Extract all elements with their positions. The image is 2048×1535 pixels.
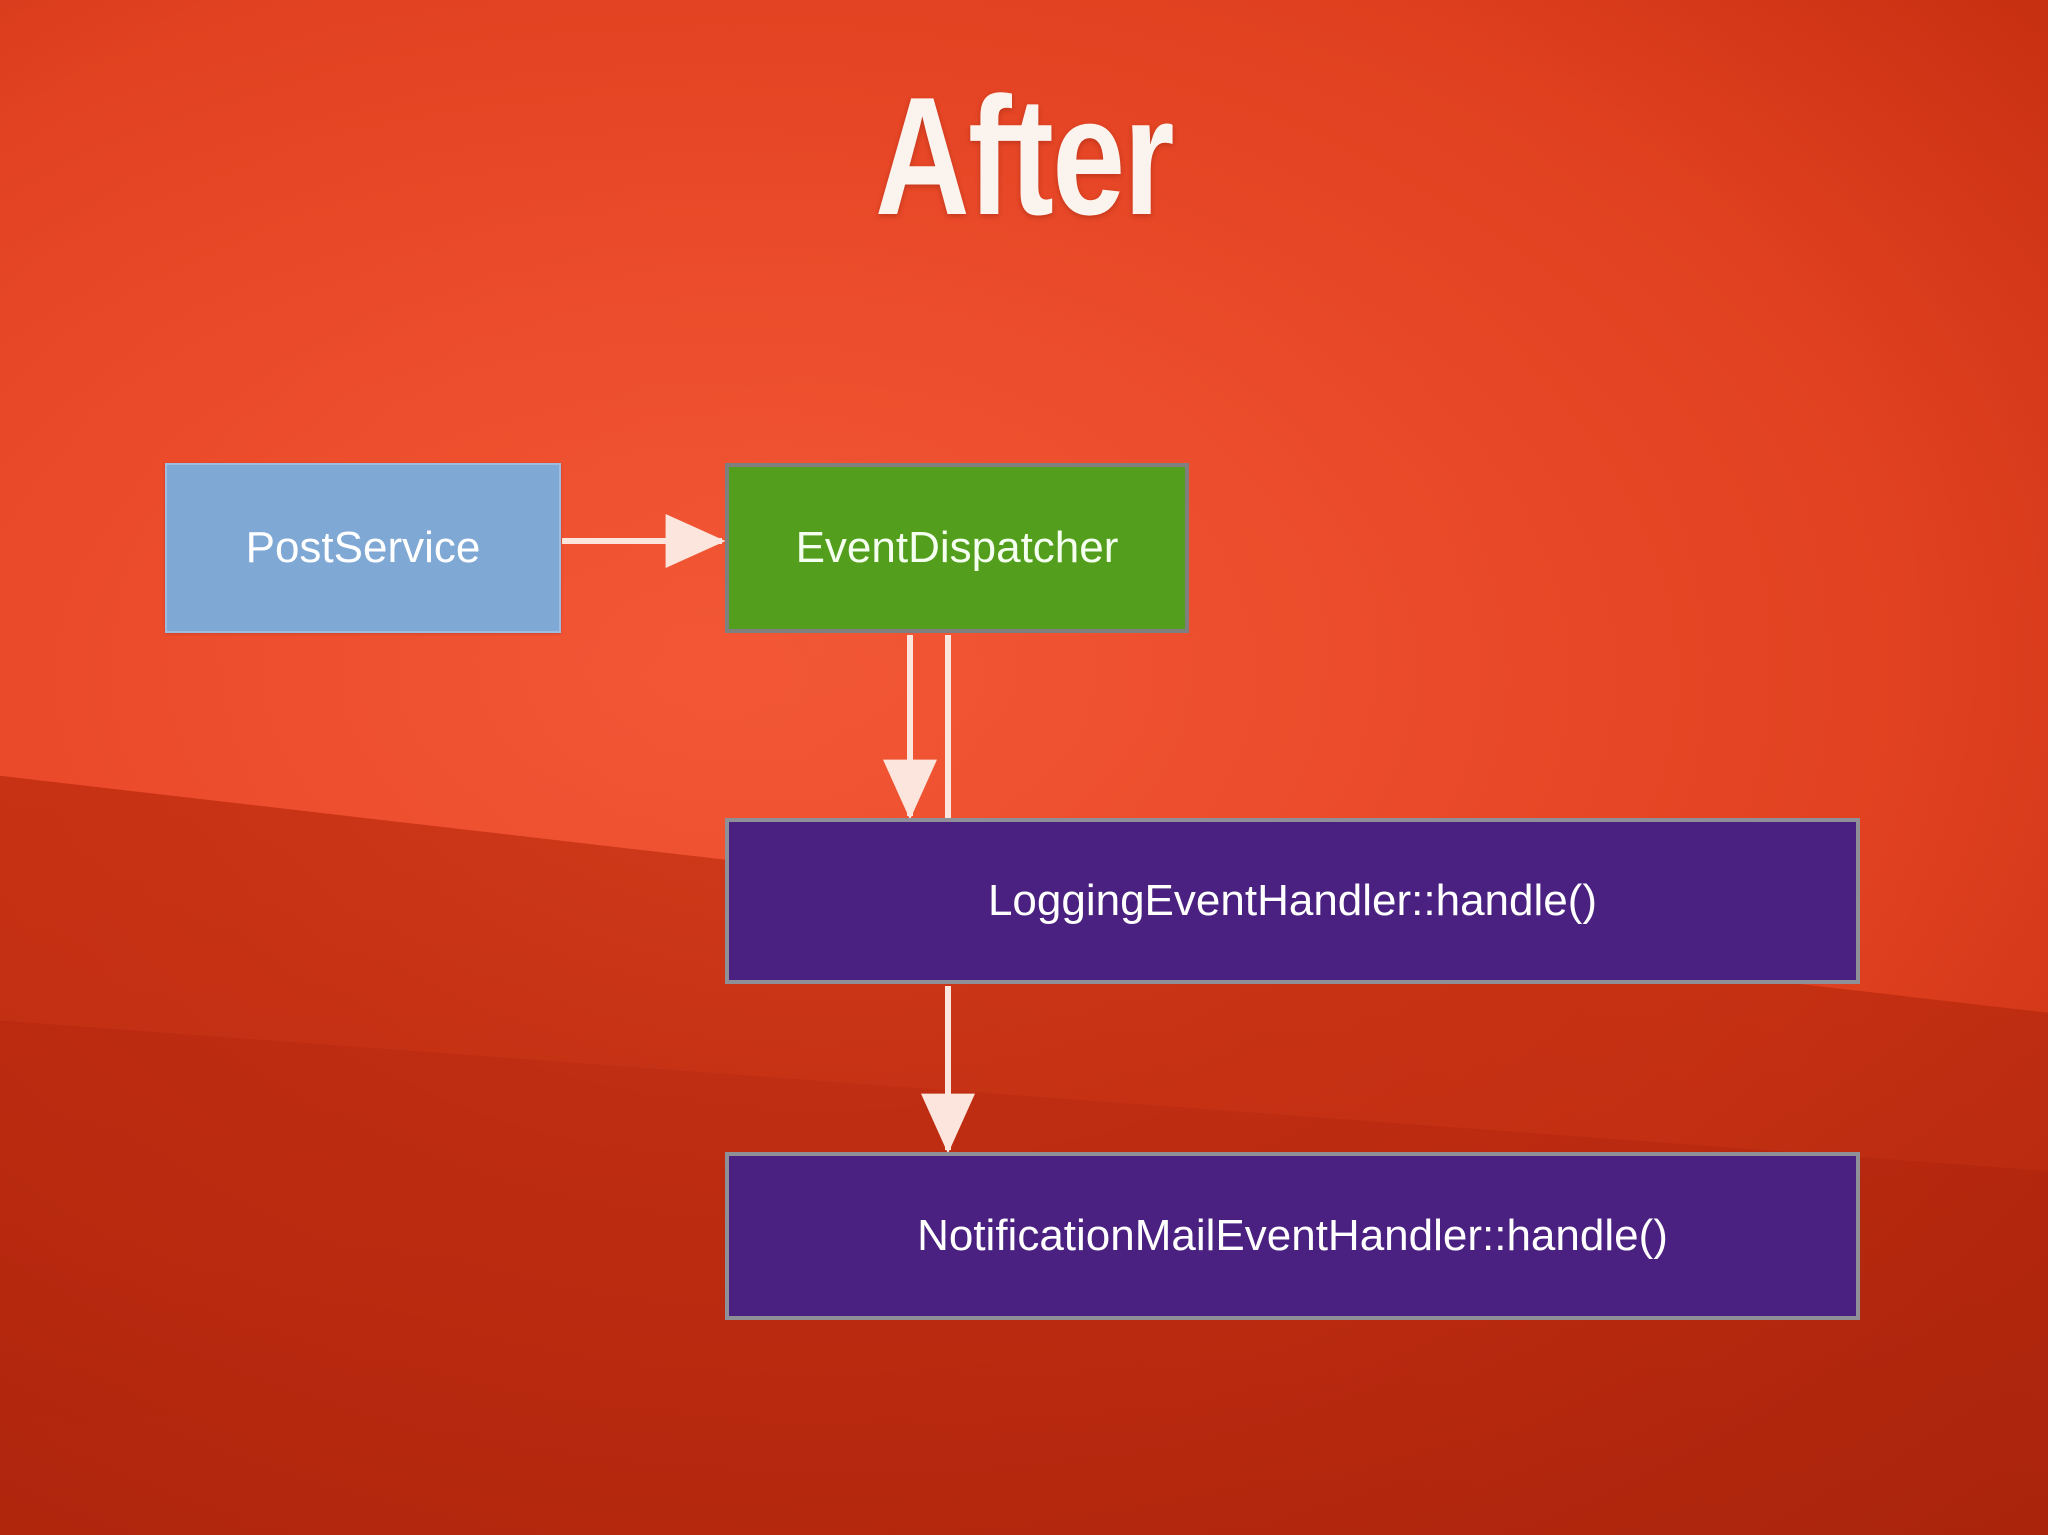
node-label-postservice: PostService <box>245 523 481 572</box>
diagram-node-eventdispatcher[interactable]: EventDispatcher <box>725 463 1189 633</box>
node-label-notification-mail-event-handler: NotificationMailEventHandler::handle() <box>917 1211 1668 1260</box>
diagram-node-logging-event-handler[interactable]: LoggingEventHandler::handle() <box>725 818 1860 984</box>
slide-title: After <box>875 62 1175 250</box>
diagram-node-notification-mail-event-handler[interactable]: NotificationMailEventHandler::handle() <box>725 1152 1860 1320</box>
node-label-eventdispatcher: EventDispatcher <box>795 523 1119 572</box>
diagram-node-postservice[interactable]: PostService <box>165 463 561 633</box>
node-label-logging-event-handler: LoggingEventHandler::handle() <box>987 876 1598 925</box>
